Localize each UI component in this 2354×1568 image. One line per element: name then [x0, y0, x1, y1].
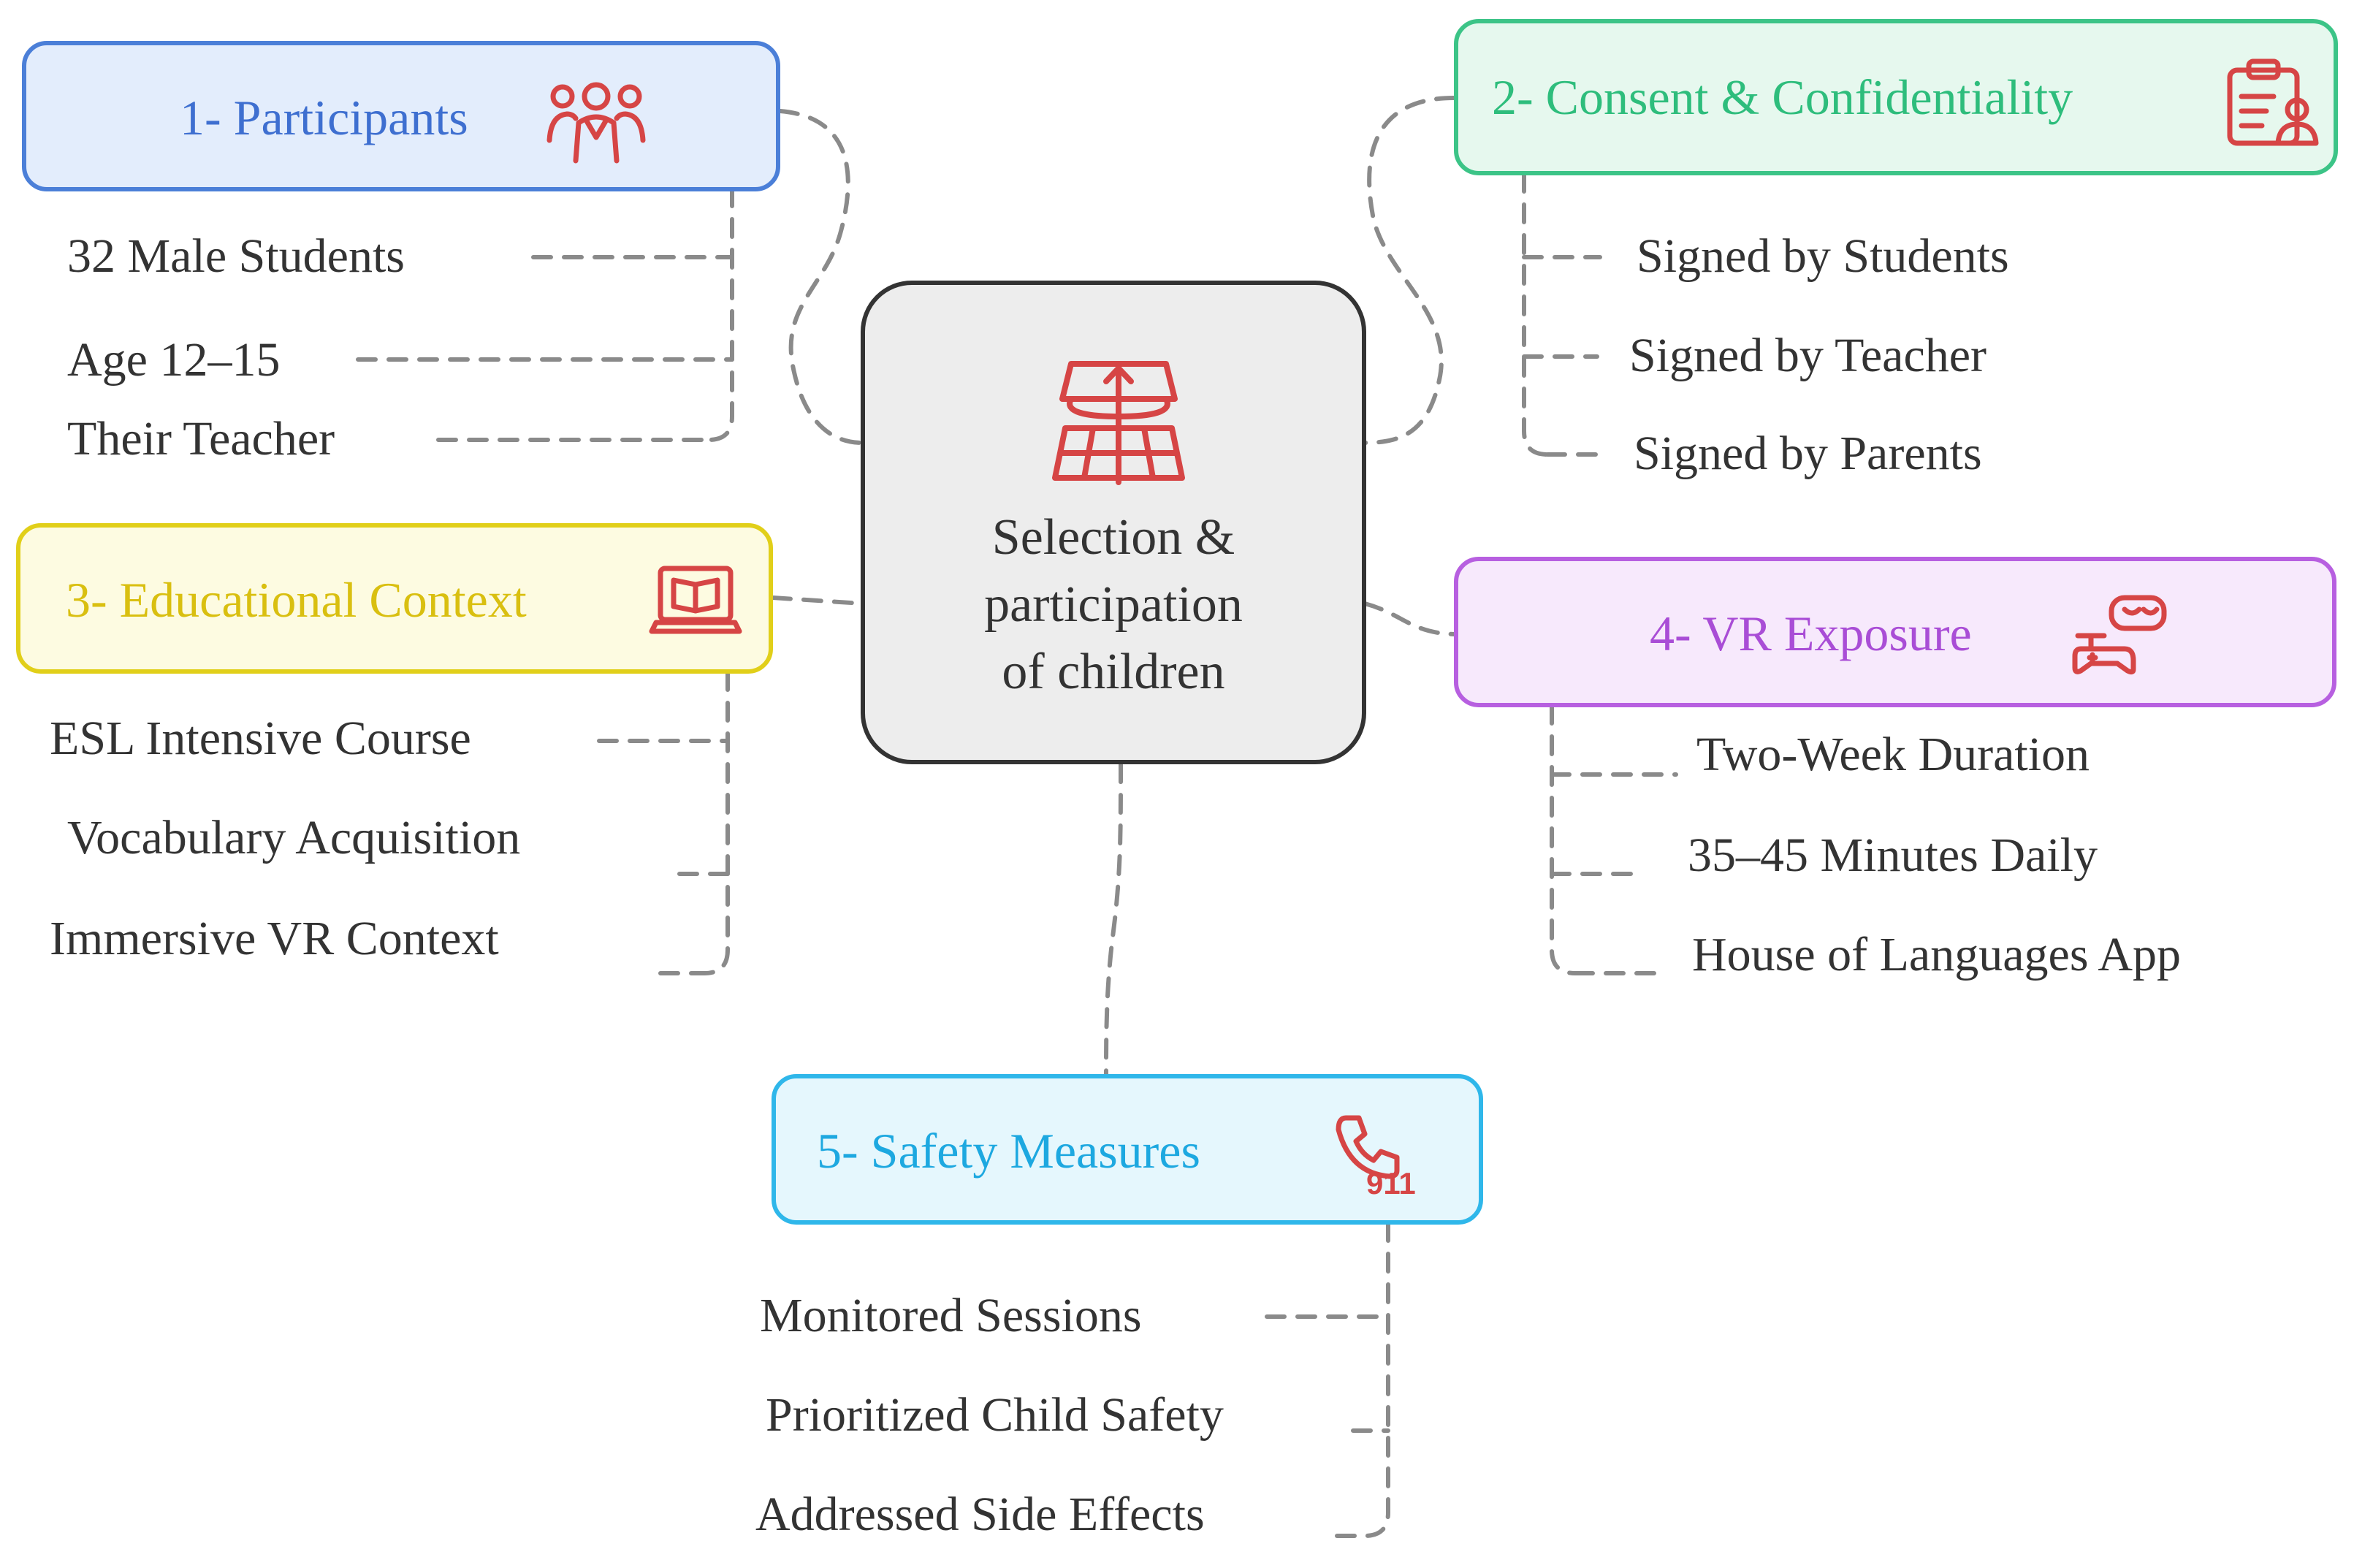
educational-title: 3- Educational Context [66, 572, 527, 628]
center-node: Selection & participation of children [861, 281, 1366, 764]
connector-safety-trunk [1363, 1221, 1390, 1538]
vr-headset-gamepad-icon [2072, 593, 2168, 679]
participants-item: 32 Male Students [67, 229, 405, 283]
consent-item: Signed by Parents [1634, 427, 1982, 480]
laptop-book-icon [649, 564, 742, 644]
connector-vr-trunk [1550, 704, 1577, 975]
phone-911-icon: 911 [1328, 1112, 1425, 1200]
vr-title: 4- VR Exposure [1650, 606, 1972, 661]
safety-title: 5- Safety Measures [817, 1123, 1200, 1179]
connector-center-participants [778, 109, 864, 445]
vr-item: 35–45 Minutes Daily [1688, 829, 2098, 882]
vr-item: House of Languages App [1692, 928, 2182, 981]
participants-title: 1- Participants [180, 90, 468, 145]
safety-item: Monitored Sessions [760, 1289, 1142, 1342]
educational-node: 3- Educational Context [16, 523, 773, 674]
vr-item: Two-Week Duration [1696, 728, 2090, 781]
connector-consent-trunk [1522, 172, 1550, 457]
connector-center-safety [1104, 762, 1123, 1078]
consent-node: 2- Consent & Confidentiality [1454, 19, 2338, 175]
consent-item: Signed by Students [1637, 229, 2009, 283]
educational-item: Vocabulary Acquisition [67, 811, 521, 864]
educational-item: ESL Intensive Course [50, 712, 471, 765]
educational-item: Immersive VR Context [50, 912, 499, 965]
connector-center-educational [771, 595, 864, 606]
consent-item: Signed by Teacher [1629, 329, 1987, 382]
safety-item: Prioritized Child Safety [766, 1388, 1224, 1442]
participants-item: Their Teacher [67, 412, 335, 465]
people-group-icon [545, 75, 647, 167]
participants-item: Age 12–15 [67, 333, 281, 387]
connector-center-consent [1363, 96, 1456, 445]
connector-participants-trunk [706, 186, 734, 442]
connector-center-vr [1363, 601, 1456, 636]
consent-title: 2- Consent & Confidentiality [1492, 69, 2073, 125]
map-direction-icon [1049, 354, 1188, 493]
connector-educational-trunk [702, 670, 730, 975]
phone-911-label: 911 [1366, 1166, 1416, 1197]
center-title: Selection & participation of children [984, 509, 1243, 700]
vr-node: 4- VR Exposure [1454, 557, 2336, 707]
clipboard-user-icon [2225, 58, 2319, 151]
participants-node: 1- Participants [22, 41, 780, 191]
safety-item: Addressed Side Effects [755, 1488, 1205, 1541]
safety-node: 5- Safety Measures 911 [772, 1074, 1483, 1225]
